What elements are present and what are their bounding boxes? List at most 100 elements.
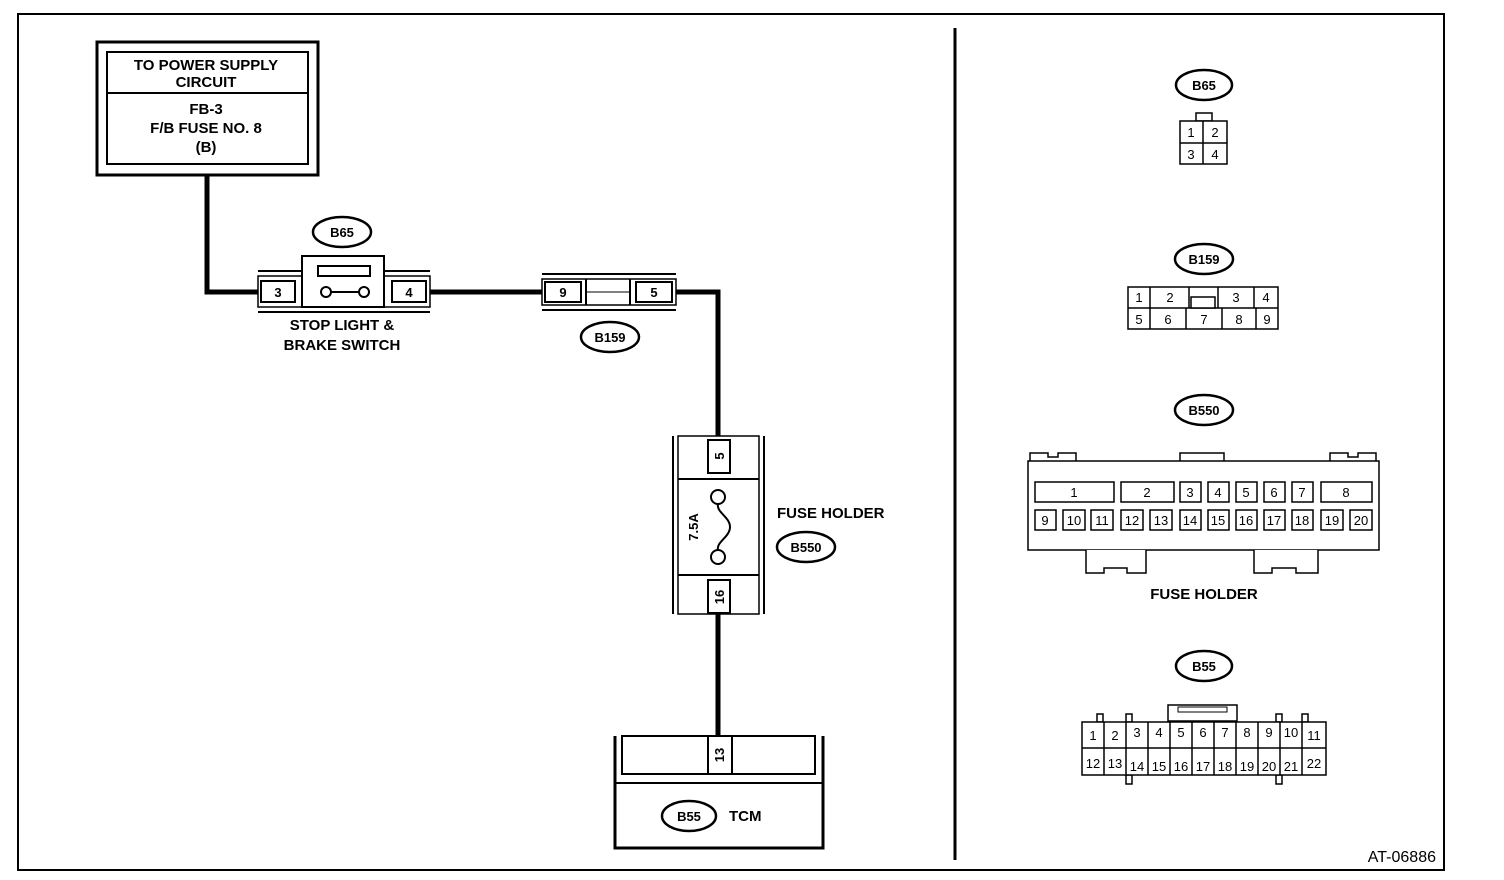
b55-view-pin: 7 [1221,725,1228,740]
power-box-line1: TO POWER SUPPLY [134,57,278,74]
fuse-rating: 7.5A [686,513,701,541]
b159-badge-label: B159 [594,330,625,345]
tcm-label: TCM [729,808,762,825]
b55-badge [660,799,718,833]
wires [204,174,721,736]
b159-view-pin: 6 [1164,312,1171,327]
b65-pin-3: 3 [274,285,281,300]
b55-view-pin: 16 [1174,759,1188,774]
power-box-line2: CIRCUIT [176,74,237,91]
b65-view-pin: 2 [1211,125,1218,140]
b550-view-pin: 15 [1211,513,1225,528]
b159-view-pin: 4 [1262,290,1269,305]
b55-view-pin: 12 [1086,756,1100,771]
b550-view-pin: 9 [1041,513,1048,528]
b550-view-pin: 10 [1067,513,1081,528]
b159-badge [579,320,641,354]
fuse-element [716,503,732,551]
b65-view-pin: 1 [1187,125,1194,140]
b55-view-pin: 18 [1218,759,1232,774]
fuse-name: F/B FUSE NO. 8 [150,120,262,137]
b55-view-pin: 5 [1177,725,1184,740]
b550-view-pin: 17 [1267,513,1281,528]
b159-view-pin: 8 [1235,312,1242,327]
b65-pin-4: 4 [405,285,413,300]
b55-badge-label: B55 [677,809,701,824]
b159-view-pin: 9 [1263,312,1270,327]
b55-view-pin: 6 [1199,725,1206,740]
b65-badge-label: B65 [330,225,354,240]
b55-view-pin: 19 [1240,759,1254,774]
switch-label-line1: STOP LIGHT & [290,317,395,334]
b550-view-pin: 6 [1270,485,1277,500]
b550-connector-view: B550 1 2 3 4 5 6 7 8 [1027,393,1380,603]
b55-view-pin: 20 [1262,759,1276,774]
b550-view-pin: 11 [1095,513,1109,528]
wire-b159-to-fuse [676,289,721,436]
b55-view-pin: 11 [1307,728,1321,743]
b65-view-pin: 4 [1211,147,1218,162]
b550-view-pin: 5 [1242,485,1249,500]
b55-view-pin: 9 [1265,725,1272,740]
b550-badge [775,530,837,564]
b159-connector-view: B159 1 2 3 4 5 6 7 8 9 [1127,242,1279,330]
fuse-color: (B) [196,139,217,156]
b159-view-pin: 3 [1232,290,1239,305]
b550-view-pin: 12 [1125,513,1139,528]
b550-view-pin: 19 [1325,513,1339,528]
b55-view-pin: 13 [1108,756,1122,771]
b550-view-pin: 4 [1214,485,1221,500]
b55-view-pin: 14 [1130,759,1144,774]
b65-view-pin: 3 [1187,147,1194,162]
b550-view-pin: 2 [1143,485,1150,500]
b55-view-pin: 21 [1284,759,1298,774]
b550-badge-label: B550 [790,540,821,555]
b55-connector-view: B55 1 2 3 4 5 6 7 8 9 10 11 12 13 [1081,649,1327,785]
b550-view-pin: 20 [1354,513,1368,528]
b159-view-label: B159 [1188,252,1219,267]
b550-view-pin: 13 [1154,513,1168,528]
fuse-id: FB-3 [189,101,222,118]
b55-view-pin: 1 [1089,728,1096,743]
fuse-holder: 5 7.5A 16 FUSE HOLDER B550 [672,435,885,615]
b159-view-pin: 1 [1135,290,1142,305]
switch-label-line2: BRAKE SWITCH [284,337,401,354]
b55-view-pin: 3 [1133,725,1140,740]
b65-badge [311,215,373,249]
b55-view-label: B55 [1192,659,1216,674]
b159-joint: 9 5 B159 [541,273,677,354]
b55-view-pin: 10 [1284,725,1298,740]
b159-view-pin: 7 [1200,312,1207,327]
b550-view-pin: 7 [1298,485,1305,500]
b550-view-caption: FUSE HOLDER [1150,586,1258,603]
b65-view-label: B65 [1192,78,1216,93]
b55-view-pin: 15 [1152,759,1166,774]
b55-view-pin: 8 [1243,725,1250,740]
b550-view-pin: 8 [1342,485,1349,500]
b55-view-pin: 22 [1307,756,1321,771]
b550-view-pin: 3 [1186,485,1193,500]
b55-view-pin: 17 [1196,759,1210,774]
b550-view-pin: 14 [1183,513,1197,528]
b550-pin-16: 16 [712,590,727,604]
b159-pin-9: 9 [559,285,566,300]
brake-switch: B65 3 4 STOP LIGHT & BRAKE SWITCH [257,215,431,354]
b55-view-pin: 4 [1155,725,1162,740]
power-supply-box: TO POWER SUPPLY CIRCUIT FB-3 F/B FUSE NO… [95,40,320,177]
b550-view-pin: 16 [1239,513,1253,528]
b550-view-pin: 18 [1295,513,1309,528]
b55-view-pin: 2 [1111,728,1118,743]
b550-view-label: B550 [1188,403,1219,418]
b159-pin-5: 5 [650,285,657,300]
b65-connector-view: B65 1 2 3 4 [1174,68,1234,165]
tcm-unit: 13 B55 TCM [613,735,825,850]
b550-pin-5: 5 [712,452,727,459]
b550-view-pin: 1 [1070,485,1077,500]
fuse-holder-label: FUSE HOLDER [777,505,885,522]
b55-pin-13: 13 [712,748,727,762]
wire-power-to-b65 [204,174,258,295]
figure-id: AT-06886 [1368,849,1436,866]
b159-view-pin: 2 [1166,290,1173,305]
b159-view-pin: 5 [1135,312,1142,327]
